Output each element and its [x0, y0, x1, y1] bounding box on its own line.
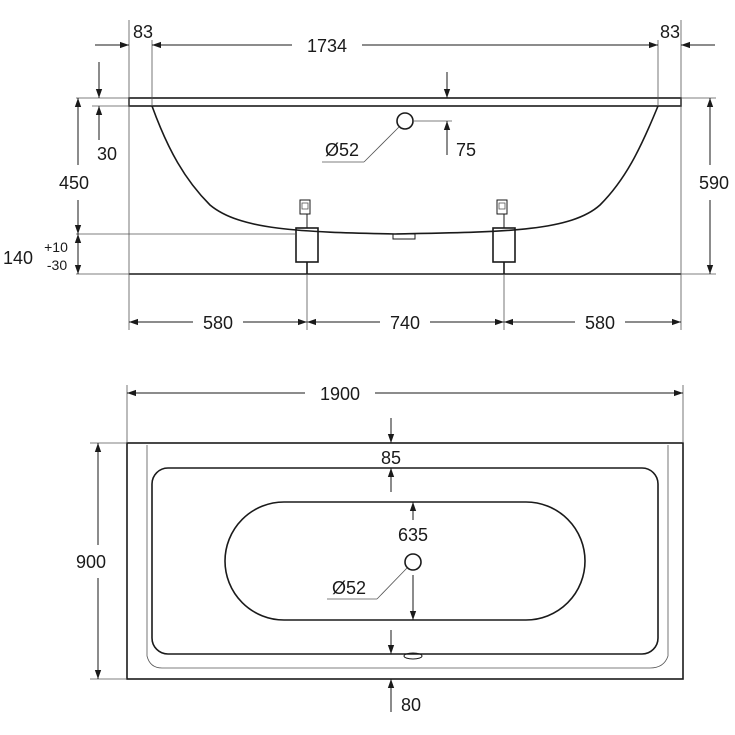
tub-outline [126, 442, 684, 680]
drain-outlet [392, 233, 416, 240]
dim-overall-length-side: 1734 [307, 36, 347, 56]
dim-rim-thickness: 30 [97, 144, 117, 164]
dim-leg-spacing: 740 [390, 313, 420, 333]
dim-leg-offset-right: 580 [585, 313, 615, 333]
dim-overflow-diameter: Ø52 [325, 140, 359, 160]
dim-leg-tol-plus: +10 [44, 239, 68, 255]
dim-leg-tol-minus: -30 [47, 257, 67, 273]
dim-overall-height: 590 [699, 173, 729, 193]
dim-overflow-offset: 75 [456, 140, 476, 160]
dim-leg-offset-left: 580 [203, 313, 233, 333]
overflow-top [403, 652, 423, 660]
overflow-hole [396, 112, 414, 130]
dim-depth: 450 [59, 173, 89, 193]
dim-overall-length-top: 1900 [320, 384, 360, 404]
dim-rim-width: 85 [381, 448, 401, 468]
bottom-oval [224, 501, 586, 621]
leg-right [492, 199, 516, 274]
leg-left [295, 199, 319, 274]
dim-overall-width: 900 [76, 552, 106, 572]
dim-rim-right: 83 [660, 22, 680, 42]
dim-drain-diameter: Ø52 [332, 578, 366, 598]
top-view: Ø52 1900 900 85 635 80 [76, 384, 684, 715]
drain-hole [404, 553, 422, 571]
side-view: 1734 83 83 30 450 140 +10 -30 590 75 Ø52 [3, 20, 729, 333]
tub-body [151, 105, 659, 235]
dim-rim-left: 83 [133, 22, 153, 42]
dim-leg-height: 140 [3, 248, 33, 268]
dim-drain-offset: 80 [401, 695, 421, 715]
dim-inner-width: 635 [398, 525, 428, 545]
rim [128, 97, 682, 107]
